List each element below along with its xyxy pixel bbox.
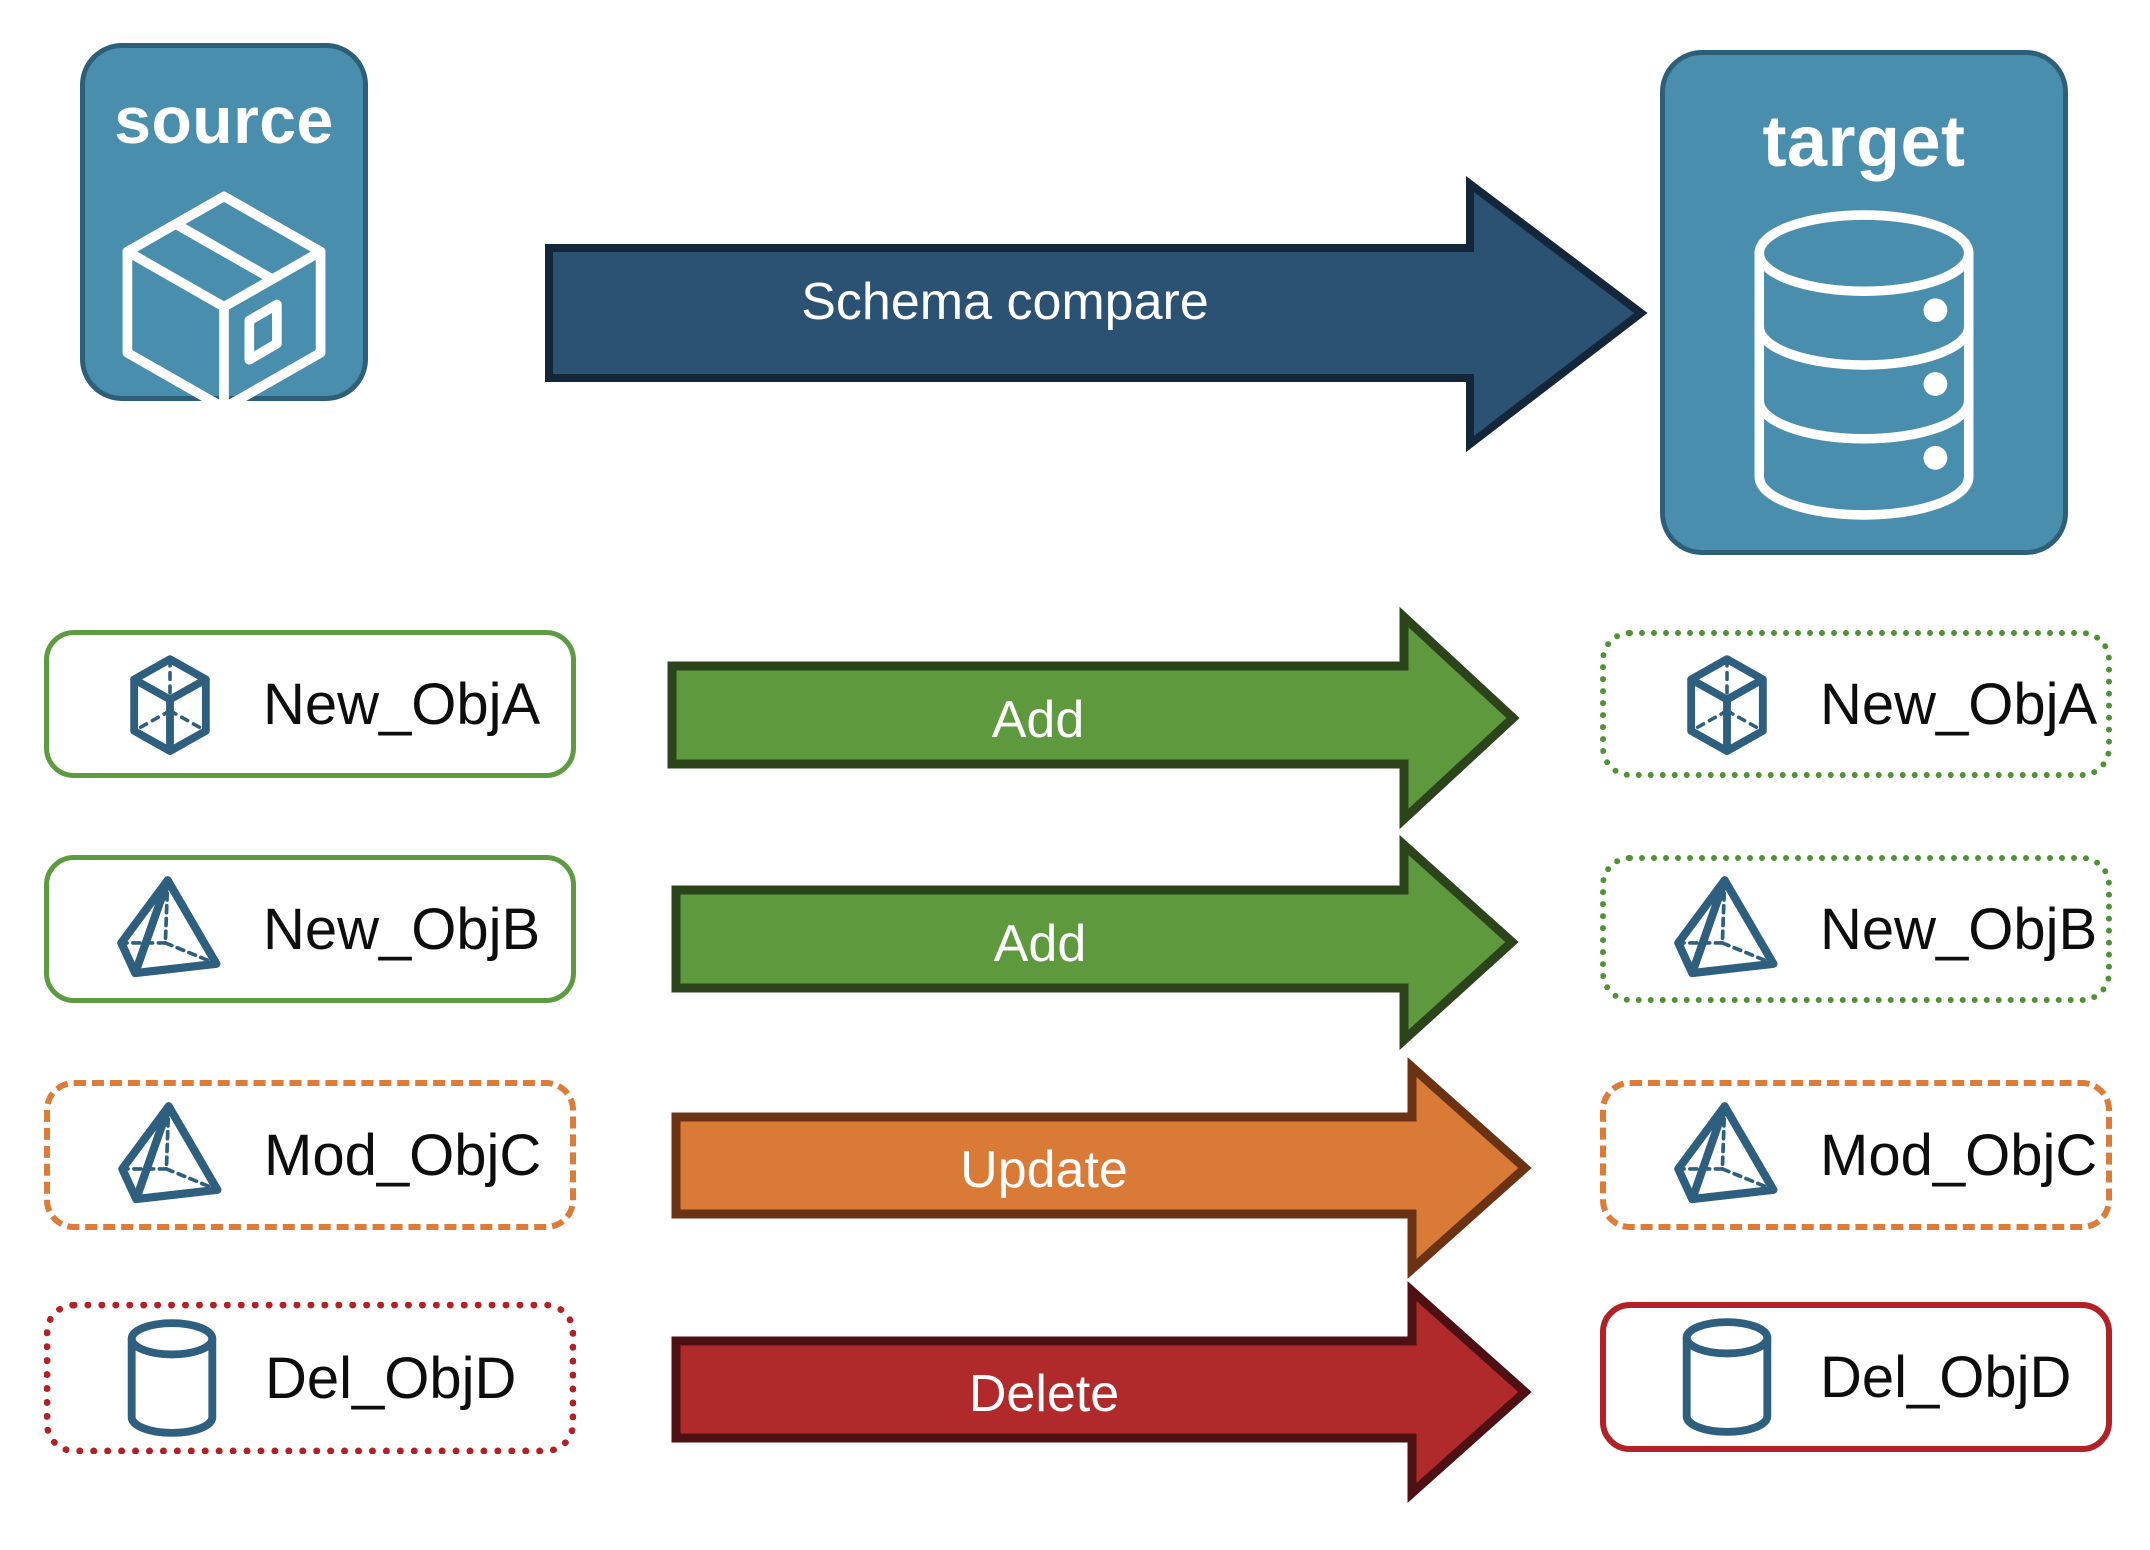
delete-arrow-label: Delete	[968, 1365, 1120, 1423]
source-object-card-mod-objc[interactable]: Mod_ObjC	[44, 1080, 576, 1230]
source-object-card-new-objb[interactable]: New_ObjB	[44, 855, 576, 1003]
add-arrow-label-2: Add	[993, 915, 1087, 973]
update-arrow-label: Update	[960, 1141, 1128, 1199]
target-object-label: Mod_ObjC	[1820, 1122, 2098, 1188]
target-title: target	[1762, 102, 1966, 182]
target-object-card-new-obja[interactable]: New_ObjA	[1600, 630, 2112, 778]
wireframe-cylinder-icon	[113, 1319, 231, 1437]
schema-compare-label: Schema compare	[801, 273, 1209, 331]
source-object-card-del-objd[interactable]: Del_ObjD	[44, 1302, 576, 1454]
add-arrow-label-1: Add	[991, 691, 1085, 749]
schema-compare-arrow[interactable]: Schema compare	[545, 175, 1648, 453]
source-object-label: Del_ObjD	[265, 1345, 517, 1411]
source-endpoint-card[interactable]: source	[80, 43, 368, 413]
target-endpoint-card[interactable]: target	[1660, 50, 2068, 555]
delete-arrow-row-4[interactable]: Delete	[671, 1280, 1532, 1504]
source-object-label: New_ObjA	[263, 671, 541, 737]
source-object-card-new-obja[interactable]: New_ObjA	[44, 630, 576, 778]
wireframe-pyramid-icon	[111, 870, 229, 988]
add-arrow-row-2[interactable]: Add	[671, 834, 1519, 1051]
wireframe-cube-icon	[1668, 645, 1786, 763]
target-object-card-del-objd[interactable]: Del_ObjD	[1600, 1302, 2112, 1452]
target-object-label: New_ObjB	[1820, 896, 2098, 962]
target-object-label: New_ObjA	[1820, 671, 2098, 737]
wireframe-pyramid-icon	[112, 1096, 230, 1214]
update-arrow-row-3[interactable]: Update	[671, 1056, 1532, 1280]
source-title: source	[114, 83, 334, 157]
wireframe-cylinder-icon	[1668, 1318, 1786, 1436]
add-arrow-row-1[interactable]: Add	[667, 606, 1520, 830]
wireframe-pyramid-icon	[1668, 870, 1786, 988]
target-object-label: Del_ObjD	[1820, 1344, 2072, 1410]
target-object-card-mod-objc[interactable]: Mod_ObjC	[1600, 1080, 2112, 1230]
source-object-label: Mod_ObjC	[264, 1122, 542, 1188]
source-object-label: New_ObjB	[263, 896, 541, 962]
package-cube-icon	[85, 178, 363, 413]
wireframe-cube-icon	[111, 645, 229, 763]
database-cylinder-icon	[1665, 210, 2063, 520]
wireframe-pyramid-icon	[1668, 1096, 1786, 1214]
target-object-card-new-objb[interactable]: New_ObjB	[1600, 855, 2112, 1003]
